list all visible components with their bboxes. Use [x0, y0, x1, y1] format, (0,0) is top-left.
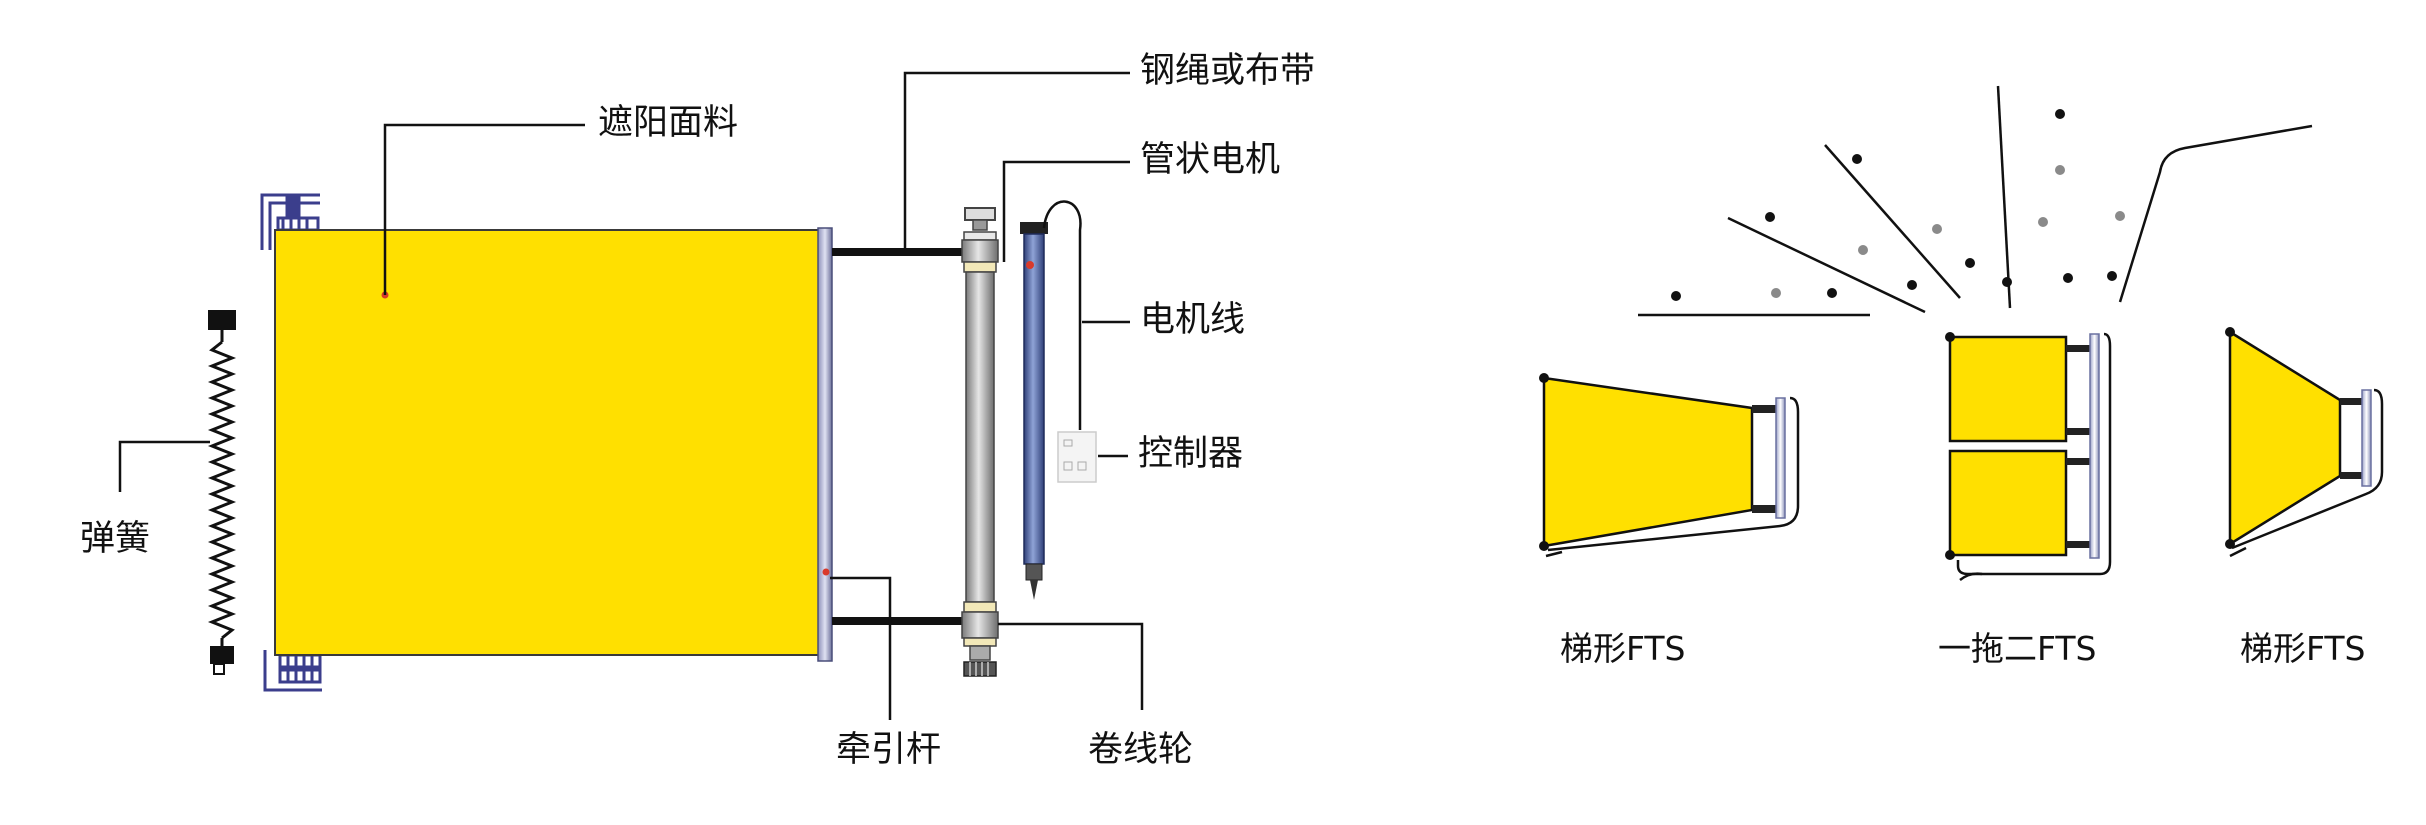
rope-label: 钢绳或布带 [1140, 51, 1316, 91]
spring [207, 310, 237, 675]
reel-roller [961, 207, 999, 677]
caption-trapezoid-fts-left: 梯形FTS [1560, 629, 1686, 668]
trapezoid-fts-right [2225, 327, 2384, 558]
caption-trapezoid-fts-right: 梯形FTS [2240, 629, 2366, 668]
main-awning-diagram [118, 71, 1144, 720]
rope-bottom [832, 617, 972, 625]
trapezoid-fts-left [1539, 373, 1800, 558]
pull-rod-label: 牵引杆 [836, 730, 942, 770]
tubular-motor [1020, 222, 1048, 600]
one-to-two-fts [1945, 332, 2112, 581]
shading-fabric [274, 229, 821, 656]
motor-label: 管状电机 [1140, 140, 1281, 180]
reel-label: 卷线轮 [1088, 730, 1194, 770]
controller-label: 控制器 [1138, 434, 1244, 474]
controller-box [1057, 431, 1097, 483]
caption-one-to-two-fts: 一拖二FTS [1938, 629, 2097, 668]
motor-wire [1042, 200, 1082, 430]
leader-lines [118, 71, 1144, 720]
top-bracket [260, 193, 320, 250]
sun-rays-decoration [1638, 85, 2313, 317]
rope-top [832, 248, 972, 256]
motor-wire-label: 电机线 [1140, 300, 1246, 340]
pull-rod-marker-dot [822, 568, 830, 576]
spring-label: 弹簧 [80, 519, 151, 559]
fabric-label: 遮阳面料 [598, 103, 739, 143]
front-bar [817, 227, 833, 662]
